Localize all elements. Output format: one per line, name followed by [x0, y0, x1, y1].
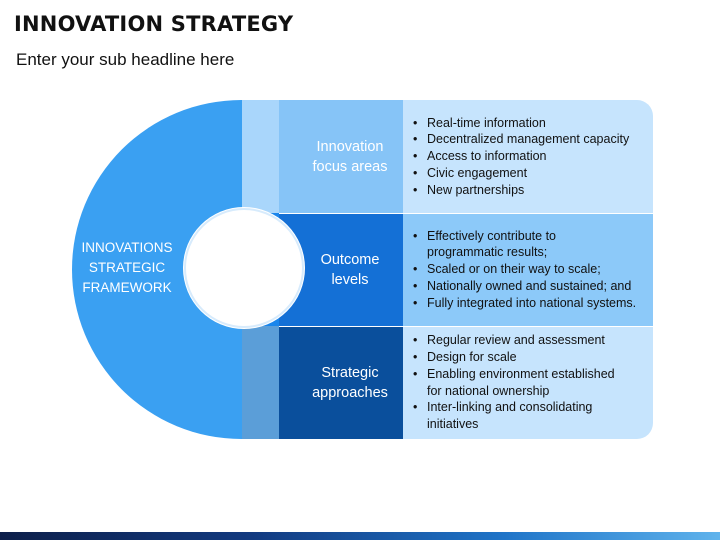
- bullet-item: Inter-linking and consolidating: [411, 399, 653, 416]
- section-label-text: Strategic approaches: [312, 364, 388, 401]
- bullet-item: Regular review and assessment: [411, 332, 653, 349]
- bullet-item: Decentralized management capacity: [411, 131, 653, 148]
- connector-strip-1: [242, 100, 279, 213]
- bullet-item: Access to information: [411, 148, 653, 165]
- page-subtitle: Enter your sub headline here: [16, 50, 235, 69]
- bullet-continuation: programmatic results;: [427, 245, 548, 260]
- bullet-continuation: initiatives: [427, 417, 479, 432]
- connector-strip-3: [242, 326, 279, 439]
- bullet-list: Regular review and assessment Design for…: [411, 332, 653, 433]
- bullet-continuation: for national ownership: [427, 383, 550, 398]
- row-divider: [279, 326, 653, 327]
- section-label-strategic-approaches: Strategic approaches: [279, 326, 403, 439]
- section-label-text: Innovation focus areas: [312, 138, 388, 175]
- section-panel-outcome-levels: Effectively contribute to programmatic r…: [403, 213, 653, 326]
- footer-bar: [0, 532, 720, 540]
- bullet-item: Civic engagement: [411, 165, 653, 182]
- framework-label: INNOVATIONS STRATEGIC FRAMEWORK: [81, 240, 173, 295]
- center-circle: [184, 208, 304, 328]
- bullet-item: Enabling environment established: [411, 366, 653, 383]
- bullet-item: Effectively contribute to: [411, 228, 653, 245]
- bullet-list: Real-time information Decentralized mana…: [411, 115, 653, 199]
- bullet-item: Nationally owned and sustained; and: [411, 278, 653, 295]
- bullet-item: Fully integrated into national systems.: [411, 295, 653, 312]
- bullet-item: Real-time information: [411, 115, 653, 132]
- section-label-text: Outcome levels: [320, 251, 380, 288]
- bullet-item: Design for scale: [411, 349, 653, 366]
- bullet-list: Effectively contribute to programmatic r…: [411, 228, 653, 312]
- row-divider: [279, 213, 653, 214]
- section-panel-strategic-approaches: Regular review and assessment Design for…: [403, 326, 653, 439]
- bullet-item: Scaled or on their way to scale;: [411, 261, 653, 278]
- page-title: INNOVATION STRATEGY: [14, 12, 294, 36]
- section-label-focus-areas: Innovation focus areas: [279, 100, 403, 213]
- section-panel-focus-areas: Real-time information Decentralized mana…: [403, 100, 653, 213]
- bullet-item: New partnerships: [411, 182, 653, 199]
